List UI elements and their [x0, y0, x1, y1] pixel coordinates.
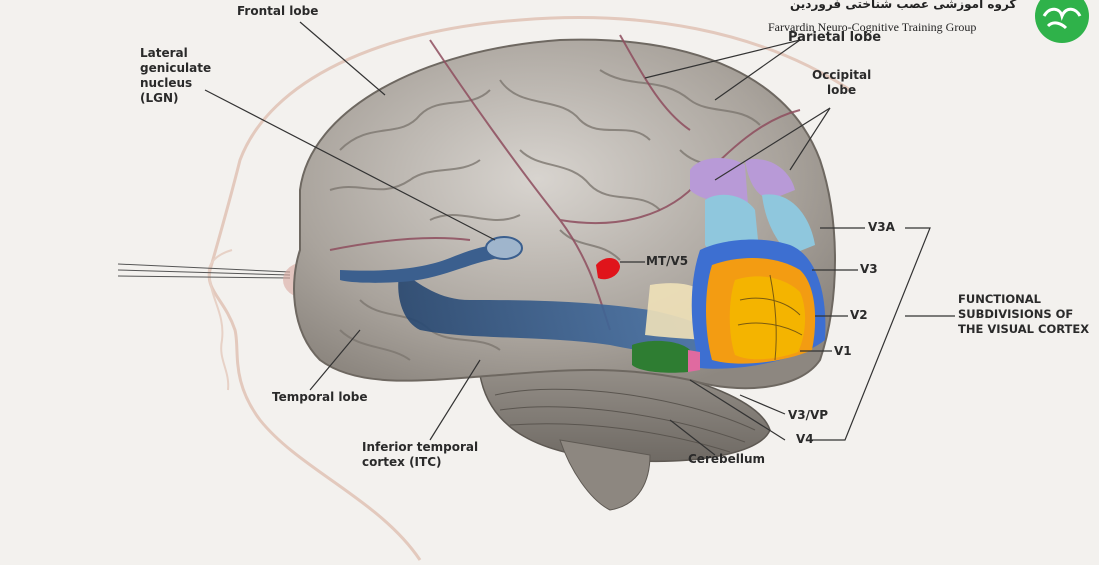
label-mt-v5: MT/V5: [646, 254, 689, 268]
v4-region-2: [688, 350, 700, 372]
optic-tract: [340, 245, 500, 283]
optic-lines: [117, 263, 291, 279]
label-temporal-lobe: Temporal lobe: [272, 390, 368, 404]
watermark-title-en: Farvardin Neuro-Cognitive Training Group: [768, 20, 977, 34]
label-v3vp: V3/VP: [788, 408, 829, 422]
label-lgn: Lateral geniculate nucleus (LGN): [140, 46, 212, 105]
v3vp-region-2: [745, 159, 795, 200]
mt-v5-region: [596, 257, 620, 280]
label-frontal-lobe: Frontal lobe: [237, 4, 319, 18]
v1-region: [729, 276, 806, 360]
v1-folds: [737, 274, 803, 361]
cerebellum-folds: [494, 388, 756, 453]
label-v3: V3: [860, 262, 878, 276]
v3vp-region: [690, 158, 748, 205]
v4-region: [632, 340, 690, 373]
label-functional-subdivisions: FUNCTIONAL SUBDIVISIONS OF THE VISUAL CO…: [958, 292, 1090, 336]
label-parietal-lobe: Parietal lobe: [788, 30, 882, 45]
label-v1: V1: [834, 344, 852, 358]
leader-lines: [204, 21, 955, 456]
label-v3a: V3A: [868, 220, 895, 234]
watermark-title-fa: گروه آموزشی عصب شناختی فروردین: [790, 0, 1017, 11]
brainstem: [559, 439, 651, 511]
brain-logo-icon: [1035, 0, 1089, 43]
label-itc: Inferior temporal cortex (ITC): [362, 440, 479, 469]
label-cerebellum: Cerebellum: [688, 452, 766, 466]
head-outline: [207, 16, 851, 561]
label-v2: V2: [850, 308, 868, 322]
lgn-body: [485, 236, 523, 260]
v3a-region-2: [762, 194, 815, 255]
label-v4: V4: [796, 432, 814, 446]
label-occipital-lobe: Occipital lobe: [812, 68, 872, 97]
face-profile: [207, 249, 233, 391]
